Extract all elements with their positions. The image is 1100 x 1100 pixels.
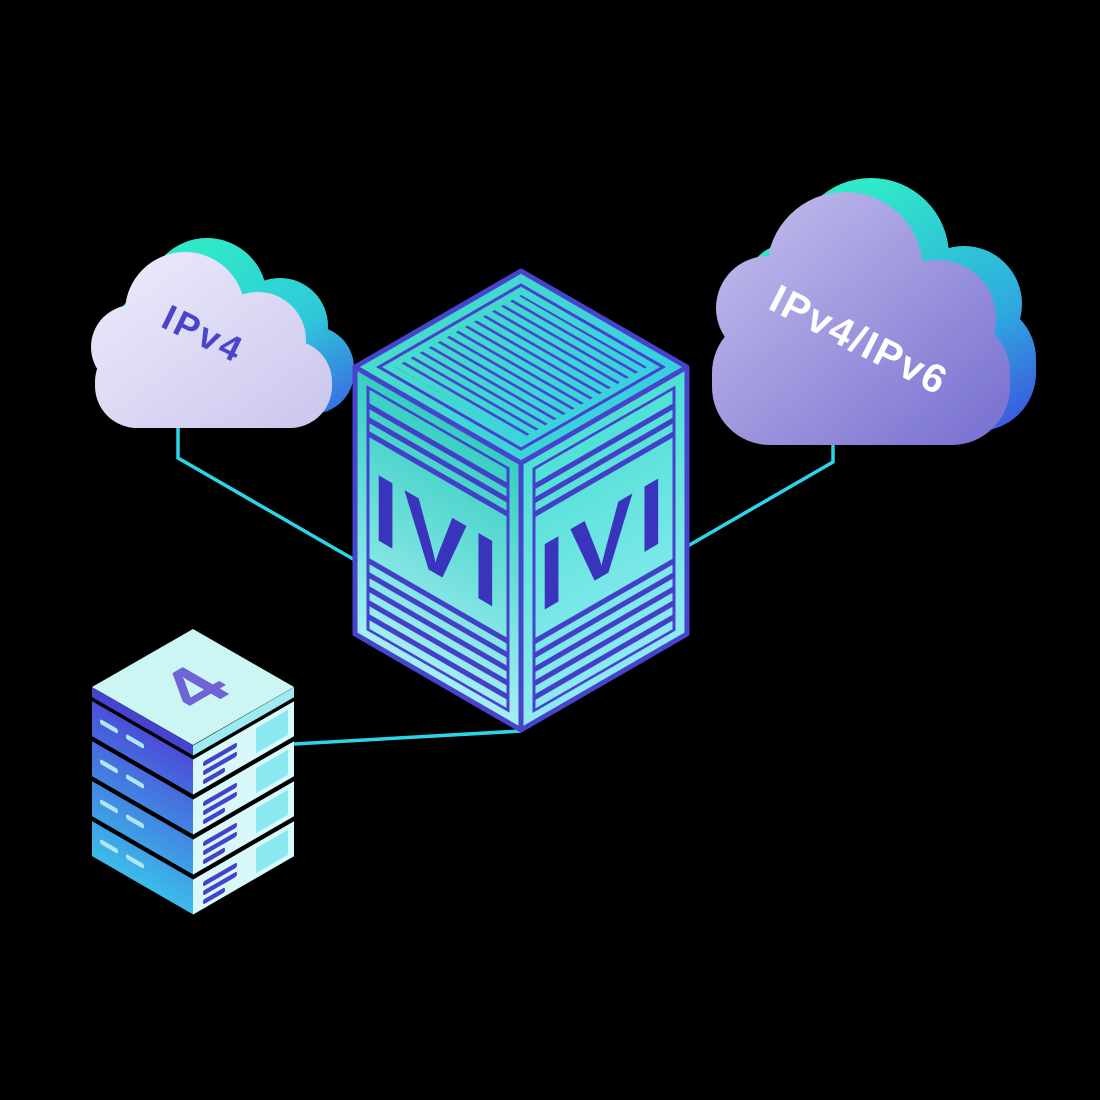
ipv4-cloud: IPv4 <box>91 238 354 428</box>
server-stack: 4 <box>92 629 294 915</box>
ipv4-cloud-body <box>91 252 332 428</box>
translator-right-face-inner-border <box>532 385 676 714</box>
server-lid-right-face <box>193 687 294 756</box>
translator-top-face-inner-border <box>376 283 666 451</box>
ipv4-ipv6-cloud-body <box>712 192 1010 445</box>
server-lid-left-face <box>92 687 193 756</box>
server-stack-right-faces <box>193 687 294 915</box>
server-stack-top-face <box>92 629 294 745</box>
server-stack-left-faces <box>92 687 193 915</box>
translator-left-face-inner-border <box>366 385 510 713</box>
translator-right-face-stripes <box>534 402 674 701</box>
connector-server-to-translator <box>293 729 522 746</box>
translator-left-face-stripes <box>368 402 508 701</box>
translator-right-face: IVI <box>521 367 687 731</box>
ivi-translator-box: IVI IVI <box>352 268 690 733</box>
translator-outline <box>352 268 690 733</box>
translator-left-face: IVI <box>355 366 521 731</box>
ipv4-ipv6-cloud: IPv4/IPv6 <box>712 178 1036 445</box>
translator-top-face-hatch <box>395 295 647 439</box>
